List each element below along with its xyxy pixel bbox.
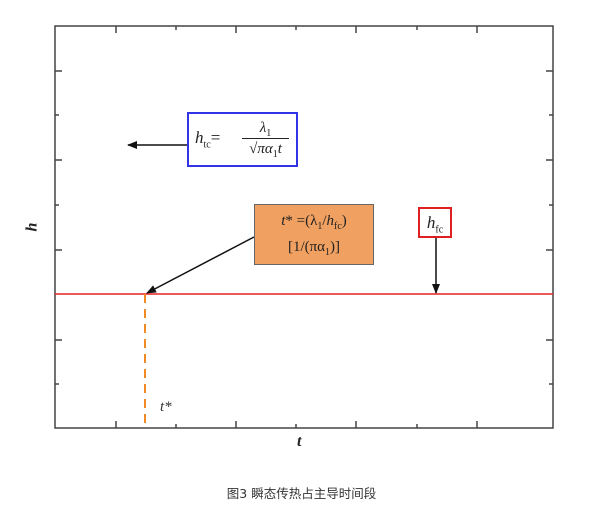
- tstar-formula-box: t* =(λ1/hfc) [1/(πα1)]: [254, 204, 374, 265]
- x-axis-label: t: [297, 433, 302, 450]
- formula-htc-box: htc= λ1 √πα1t: [187, 112, 298, 167]
- tstar-arrow: [146, 236, 255, 294]
- tstar-label: t*: [160, 399, 172, 415]
- formula-h-sub: tc: [203, 139, 211, 151]
- hfc-label-box: hfc: [418, 207, 452, 238]
- tstar-formula-line2: [1/(πα1)]: [287, 239, 341, 258]
- y-ticks: [55, 70, 553, 385]
- hfc-sub: fc: [435, 224, 444, 236]
- formula-numerator: λ: [259, 120, 267, 136]
- formula-denominator-t: t: [277, 141, 282, 157]
- formula-denominator: √πα: [249, 141, 273, 157]
- formula-numerator-sub: 1: [266, 128, 272, 139]
- hfc-h: h: [426, 213, 436, 232]
- x-ticks: [115, 26, 478, 428]
- formula-equals: =: [210, 128, 221, 147]
- formula-fraction: λ1 √πα1t: [238, 118, 293, 165]
- formula-denominator-sub: 1: [272, 149, 278, 160]
- tstar-formula-line1: t* =(λ1/hfc): [281, 213, 347, 232]
- plot-frame: [54, 25, 554, 429]
- formula-h: h: [195, 128, 204, 147]
- y-axis-label: h: [23, 222, 41, 232]
- figure-caption: 图3 瞬态传热占主导时间段: [226, 486, 377, 501]
